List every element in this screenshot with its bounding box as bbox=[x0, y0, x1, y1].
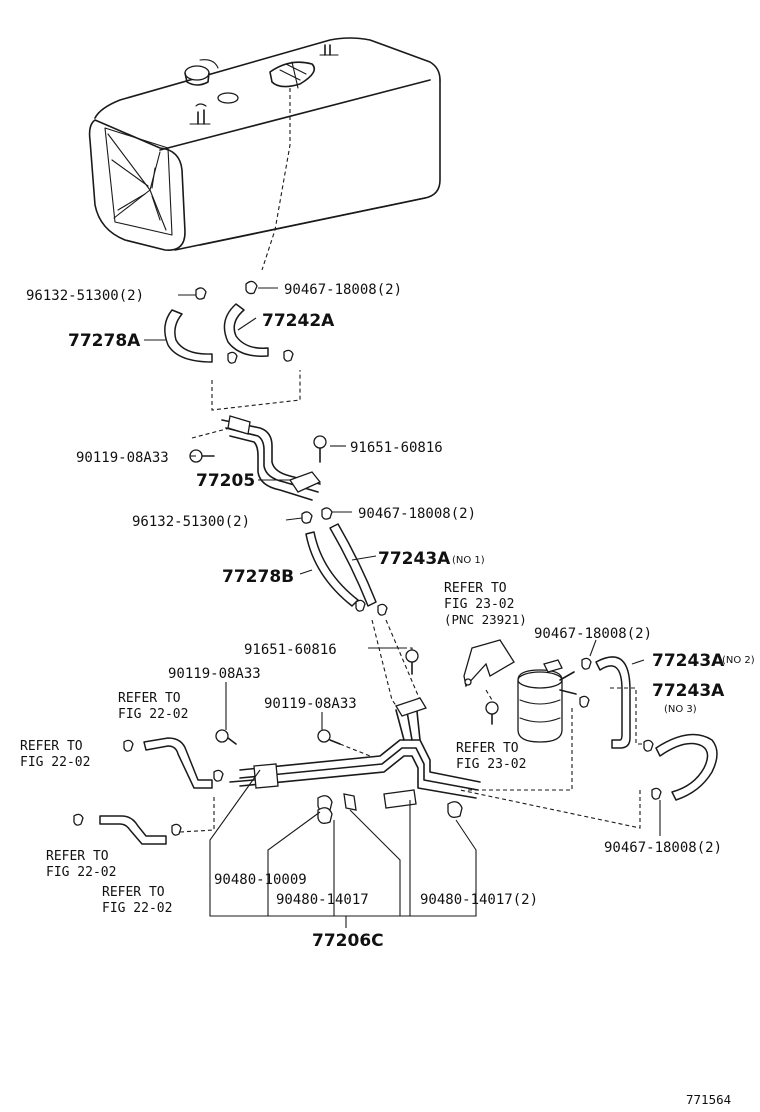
bolt-90119-canister bbox=[485, 701, 499, 725]
label-91651-mid: 91651-60816 bbox=[244, 642, 337, 658]
bolt-90119-mid bbox=[317, 729, 341, 745]
label-90480-14017: 90480-14017 bbox=[276, 892, 369, 908]
hose-77278B bbox=[305, 531, 359, 607]
hose-77243A-no3 bbox=[655, 733, 718, 801]
leader-lines bbox=[144, 287, 661, 928]
hose-left-upper bbox=[143, 737, 213, 789]
charcoal-canister bbox=[463, 639, 577, 743]
bolt-91651-top bbox=[313, 435, 327, 463]
clamp-small bbox=[123, 739, 134, 752]
clamp-90467-right bbox=[581, 657, 592, 670]
note-77243A-no3: (NO 3) bbox=[664, 704, 697, 715]
clamp-small bbox=[643, 739, 654, 752]
clamp-small bbox=[355, 599, 366, 612]
bolt-90119-left bbox=[215, 729, 237, 745]
ref-fig22-c-line1: REFER TO bbox=[46, 849, 109, 864]
cushion-90480-14017-2 bbox=[447, 801, 463, 818]
label-90119-mid: 90119-08A33 bbox=[264, 696, 357, 712]
clamp-96132-mid bbox=[301, 511, 313, 524]
ref-fig23-a-line1: REFER TO bbox=[444, 581, 507, 596]
clamp-small bbox=[73, 813, 84, 826]
ref-fig22-b-line2: FIG 22-02 bbox=[20, 755, 90, 770]
label-77278B: 77278B bbox=[222, 567, 294, 587]
cushion-90480-14017 bbox=[317, 807, 333, 824]
label-90119-top: 90119-08A33 bbox=[76, 450, 169, 466]
label-96132-mid: 96132-51300(2) bbox=[132, 514, 250, 530]
diagram-id: 771564 bbox=[686, 1092, 731, 1107]
ref-fig22-d-line1: REFER TO bbox=[102, 885, 165, 900]
ref-fig22-b-line1: REFER TO bbox=[20, 739, 83, 754]
ref-fig22-c-line2: FIG 22-02 bbox=[46, 865, 116, 880]
ref-fig23-b-line1: REFER TO bbox=[456, 741, 519, 756]
label-96132-top: 96132-51300(2) bbox=[26, 288, 144, 304]
label-90467-bottom: 90467-18008(2) bbox=[604, 840, 722, 856]
label-90467-mid: 90467-18008(2) bbox=[358, 506, 476, 522]
clamp-small bbox=[227, 351, 238, 364]
clamp-small bbox=[283, 349, 294, 362]
note-77243A-no2: (NO 2) bbox=[722, 655, 755, 666]
bolt-91651-mid bbox=[405, 649, 419, 675]
label-77242A: 77242A bbox=[262, 311, 335, 331]
clamp-lower bbox=[343, 793, 357, 811]
fuel-tank bbox=[88, 37, 441, 251]
label-90467-right: 90467-18008(2) bbox=[534, 626, 652, 642]
label-77278A: 77278A bbox=[68, 331, 141, 351]
clamp-small bbox=[579, 695, 590, 708]
label-77206C: 77206C bbox=[312, 931, 384, 951]
note-77243A-no1: (NO 1) bbox=[452, 555, 485, 566]
label-90119-left: 90119-08A33 bbox=[168, 666, 261, 682]
label-77205: 77205 bbox=[196, 471, 255, 491]
label-90480-14017-2: 90480-14017(2) bbox=[420, 892, 538, 908]
tube-assembly-77205 bbox=[221, 415, 322, 501]
label-77243A-no3: 77243A bbox=[652, 681, 725, 701]
clamp-90467-mid bbox=[321, 507, 333, 520]
hose-77243A-no2 bbox=[595, 656, 631, 749]
lower-tube-assembly bbox=[229, 697, 481, 809]
ref-fig23-a-pnc: (PNC 23921) bbox=[444, 612, 527, 627]
ref-fig23-b-line2: FIG 23-02 bbox=[456, 757, 526, 772]
clamp-small bbox=[171, 823, 182, 836]
clamp-90467-bottom bbox=[651, 787, 662, 800]
clamp-small bbox=[377, 603, 388, 616]
label-90480-10009: 90480-10009 bbox=[214, 872, 307, 888]
ref-fig22-a-line2: FIG 22-02 bbox=[118, 707, 188, 722]
hose-77278A bbox=[164, 309, 213, 363]
clamp-96132-top bbox=[195, 287, 207, 300]
ref-fig22-d-line2: FIG 22-02 bbox=[102, 901, 172, 916]
label-91651-top: 91651-60816 bbox=[350, 440, 443, 456]
label-77243A-no2: 77243A bbox=[652, 651, 725, 671]
hose-77242A bbox=[223, 303, 269, 357]
label-77243A-no1: 77243A bbox=[378, 549, 451, 569]
part-labels: 96132-51300(2) 90467-18008(2) 77278A 772… bbox=[20, 282, 755, 1107]
clamp-90467-top bbox=[245, 280, 258, 295]
label-90467-top: 90467-18008(2) bbox=[284, 282, 402, 298]
ref-fig23-a-line2: FIG 23-02 bbox=[444, 597, 514, 612]
clamp-small bbox=[213, 769, 224, 782]
ref-fig22-a-line1: REFER TO bbox=[118, 691, 181, 706]
hose-left-lower bbox=[99, 815, 167, 845]
hose-77243A-no1 bbox=[329, 523, 377, 607]
